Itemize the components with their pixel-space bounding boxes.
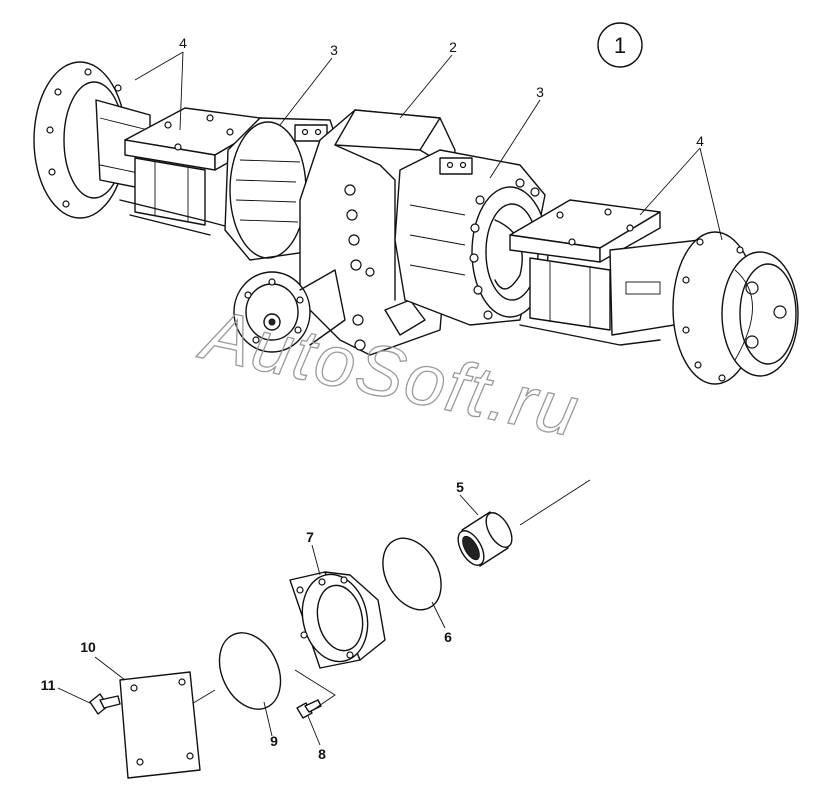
part-10-cover-plate <box>119 671 201 779</box>
callout-11: 11 <box>41 677 56 693</box>
callout-8: 8 <box>318 746 326 762</box>
axle-assembly <box>33 61 799 385</box>
callout-4-right: 4 <box>696 133 704 149</box>
upper-callout-leaders <box>134 51 723 241</box>
part-8-bracket <box>294 669 336 713</box>
exploded-parts <box>89 479 591 779</box>
part-5-bushing <box>457 511 513 567</box>
callout-3-right: 3 <box>536 84 544 100</box>
part-11-bolt <box>89 693 121 715</box>
figure-number-badge: 1 <box>597 22 643 68</box>
callout-3-left: 3 <box>330 42 338 58</box>
callout-9: 9 <box>270 733 278 749</box>
callout-2: 2 <box>449 39 457 55</box>
callout-10: 10 <box>80 639 96 655</box>
callout-4-left: 4 <box>179 35 187 51</box>
figure-number: 1 <box>614 33 626 58</box>
part-8-screw <box>296 699 322 719</box>
callout-5: 5 <box>456 479 464 495</box>
part-9-gasket <box>218 632 282 710</box>
axis-line-upper <box>519 479 591 526</box>
input-pinion-flange <box>233 269 346 353</box>
part-7-housing <box>289 571 386 669</box>
right-planetary-housing <box>394 149 549 326</box>
right-hub-flange <box>672 231 799 385</box>
lower-callout-leaders <box>57 494 479 746</box>
callout-6: 6 <box>444 629 452 645</box>
callout-7: 7 <box>306 529 314 545</box>
part-6-o-ring <box>382 537 442 611</box>
